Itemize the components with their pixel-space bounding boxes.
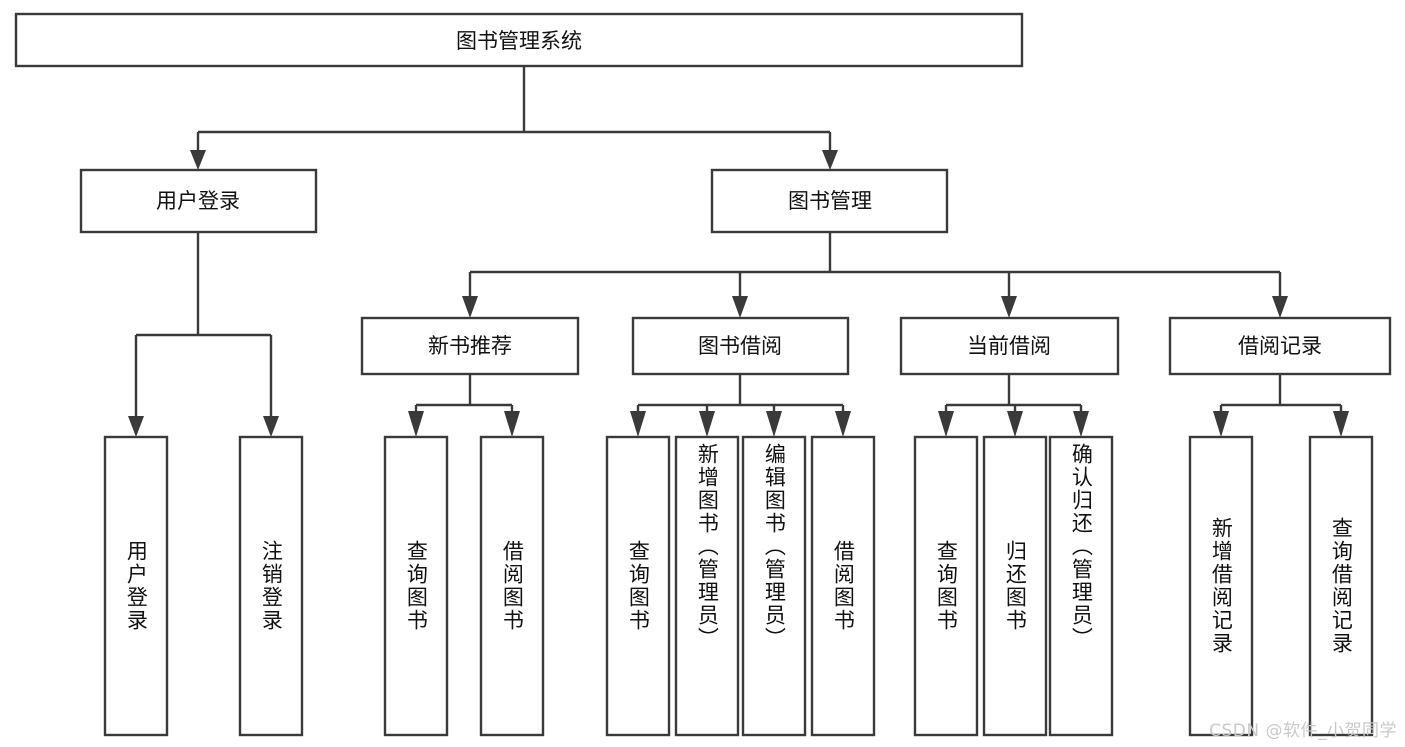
leaf-box-query-book-borrow[interactable]	[605, 435, 671, 737]
leaf-box-query-borrow-record[interactable]	[1308, 435, 1374, 737]
arrow-head-icon	[504, 411, 520, 437]
arrow-head-icon	[630, 411, 646, 437]
node-box-current-borrow[interactable]	[899, 316, 1120, 376]
arrow-head-icon	[699, 411, 715, 437]
leaf-box-confirm-return-admin[interactable]	[1048, 435, 1114, 737]
node-label-user-login: 用户登录	[156, 189, 240, 213]
leaf-box-query-book-rec[interactable]	[383, 435, 449, 737]
node-box-root[interactable]	[14, 12, 1024, 68]
node-box-borrow-record[interactable]	[1168, 316, 1392, 376]
node-book-borrow[interactable]: 图书借阅	[631, 316, 850, 376]
leaf-box-edit-book-admin[interactable]	[741, 435, 807, 737]
node-box-book-management[interactable]	[710, 168, 949, 234]
connector-group-user-login	[128, 232, 279, 437]
node-new-book-recommend[interactable]: 新书推荐	[360, 316, 580, 376]
arrow-head-icon	[938, 411, 954, 437]
node-box-user-login[interactable]	[79, 168, 318, 234]
node-box-new-book-recommend[interactable]	[360, 316, 580, 376]
leaf-box-query-book-current[interactable]	[913, 435, 979, 737]
leaf-box-add-borrow-record[interactable]	[1188, 435, 1254, 737]
node-book-management[interactable]: 图书管理	[710, 168, 949, 234]
leaf-box-borrow-book[interactable]	[810, 435, 876, 737]
arrow-head-icon	[408, 411, 424, 437]
arrow-head-icon	[263, 416, 279, 437]
node-user-login[interactable]: 用户登录	[79, 168, 318, 234]
arrow-head-icon	[462, 296, 478, 318]
arrow-head-icon	[128, 416, 144, 437]
node-label-root: 图书管理系统	[456, 29, 582, 53]
arrow-head-icon	[1001, 296, 1017, 318]
node-label-book-borrow: 图书借阅	[698, 334, 782, 358]
leaf-box-group	[103, 435, 1374, 737]
leaf-box-return-book[interactable]	[982, 435, 1048, 737]
node-borrow-record[interactable]: 借阅记录	[1168, 316, 1392, 376]
arrow-head-icon	[766, 411, 782, 437]
leaf-box-logout[interactable]	[238, 435, 304, 737]
arrow-head-icon	[1007, 411, 1023, 437]
leaf-box-borrow-book-rec[interactable]	[479, 435, 545, 737]
connector-group-book-borrow	[630, 374, 851, 437]
node-label-new-book-recommend: 新书推荐	[428, 334, 512, 358]
leaf-box-add-book-admin[interactable]	[674, 435, 740, 737]
leaf-box-user-login[interactable]	[103, 435, 169, 737]
connector-group-root	[190, 66, 838, 170]
arrow-head-icon	[732, 296, 748, 318]
node-label-current-borrow: 当前借阅	[967, 334, 1051, 358]
node-box-book-borrow[interactable]	[631, 316, 850, 376]
connector-group-current-borrow	[938, 374, 1089, 437]
connector-group-borrow-record	[1213, 374, 1349, 437]
arrow-head-icon	[1272, 296, 1288, 318]
node-label-borrow-record: 借阅记录	[1238, 334, 1322, 358]
arrow-head-icon	[190, 150, 206, 170]
arrow-head-icon	[835, 411, 851, 437]
arrow-head-icon	[1073, 411, 1089, 437]
connector-group-book-mgmt	[462, 232, 1288, 318]
arrow-head-icon	[1213, 411, 1229, 437]
arrow-head-icon	[822, 150, 838, 170]
arrow-head-icon	[1333, 411, 1349, 437]
node-label-book-management: 图书管理	[788, 189, 872, 213]
connector-group-new-book-rec	[408, 374, 520, 437]
node-root[interactable]: 图书管理系统	[14, 12, 1024, 68]
csdn-watermark: CSDN @软件_小贺同学	[1209, 721, 1397, 741]
node-current-borrow[interactable]: 当前借阅	[899, 316, 1120, 376]
